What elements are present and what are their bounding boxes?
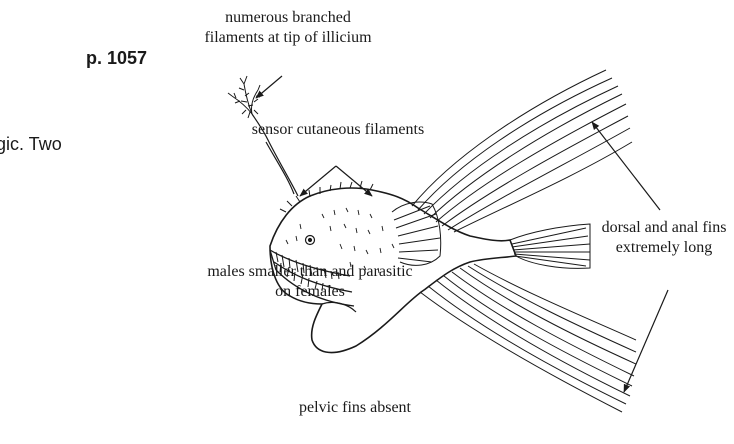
label-males-parasitic: males smaller than and parasitic on fema…	[200, 262, 420, 302]
anal-fin-rays	[420, 264, 636, 412]
caudal-fin	[510, 224, 590, 268]
arrow-illicium	[256, 76, 282, 98]
arrow-anal	[624, 290, 668, 392]
dorsal-fin-rays	[412, 70, 632, 232]
label-pelvic-fins: pelvic fins absent	[255, 398, 455, 418]
illicium-filaments	[228, 76, 260, 118]
label-sensor-filaments: sensor cutaneous filaments	[238, 120, 438, 140]
label-dorsal-anal-fins: dorsal and anal fins extremely long	[594, 218, 734, 258]
arrow-dorsal	[592, 122, 660, 210]
label-illicium-filaments: numerous branched filaments at tip of il…	[198, 8, 378, 48]
